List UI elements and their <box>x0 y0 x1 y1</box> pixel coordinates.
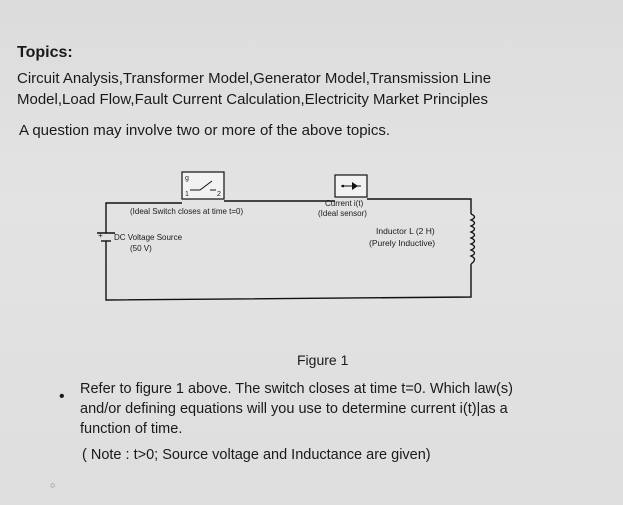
question-line-3: function of time. <box>80 421 183 437</box>
source-label-2: (50 V) <box>130 244 152 253</box>
switch-port-2: 2 <box>217 191 221 198</box>
switch-port-1: 1 <box>185 191 189 198</box>
inductor-label-2: (Purely Inductive) <box>369 238 435 248</box>
circuit-wires <box>105 198 472 301</box>
bullet-dot: • <box>59 388 65 405</box>
inductor-label-1: Inductor L (2 H) <box>376 226 435 236</box>
current-sensor <box>334 174 368 198</box>
topics-heading: Topics: <box>17 44 73 61</box>
topics-list-line-1: Circuit Analysis,Transformer Model,Gener… <box>17 70 492 87</box>
switch-label: (Ideal Switch closes at time t=0) <box>130 207 243 216</box>
decorative-circle: ○ <box>50 480 56 490</box>
question-line-2: and/or defining equations will you use t… <box>80 401 508 417</box>
question-line-1: Refer to figure 1 above. The switch clos… <box>80 381 513 397</box>
ideal-switch: g 1 2 <box>181 171 225 200</box>
topics-note: A question may involve two or more of th… <box>19 122 391 139</box>
inductor-coil <box>469 213 476 265</box>
topics-list-line-2: Model,Load Flow,Fault Current Calculatio… <box>17 91 489 108</box>
question-note: ( Note : t>0; Source voltage and Inducta… <box>82 447 431 463</box>
switch-port-g: g <box>185 175 189 182</box>
source-plus-sign: + <box>98 231 103 240</box>
source-label-1: DC Voltage Source <box>114 233 183 242</box>
sensor-label-2: (Ideal sensor) <box>318 209 367 218</box>
sensor-label-1: Current i(t) <box>325 199 364 208</box>
figure-caption: Figure 1 <box>297 352 349 368</box>
dc-voltage-source <box>97 232 115 258</box>
